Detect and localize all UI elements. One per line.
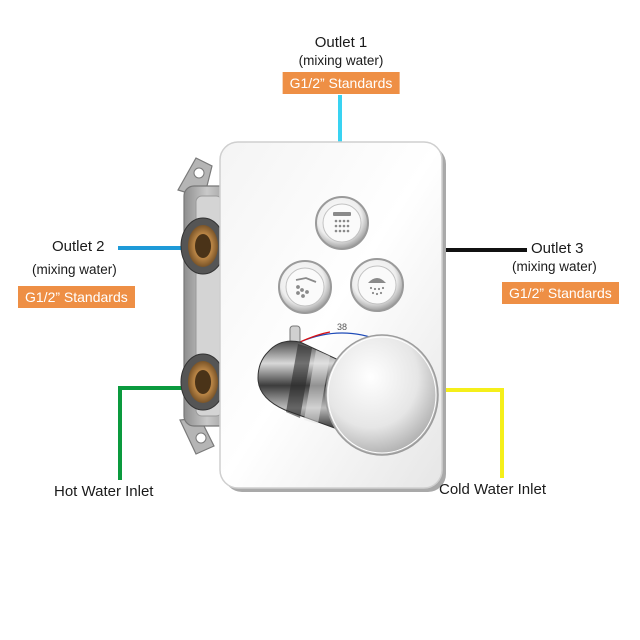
cold-inlet-label: Cold Water Inlet	[439, 481, 546, 498]
outlet2-standard-badge: G1/2” Standards	[18, 286, 135, 308]
hot-inlet-label: Hot Water Inlet	[54, 483, 154, 500]
outlet3-note: (mixing water)	[512, 259, 597, 274]
outlet1-standard-badge: G1/2” Standards	[282, 72, 400, 94]
temperature-mark: 38	[337, 322, 347, 332]
outlet2-note: (mixing water)	[32, 262, 117, 277]
shower-head-icon	[368, 278, 386, 296]
outlet2-title: Outlet 2	[52, 238, 105, 255]
rainfall-shower-button[interactable]	[315, 196, 369, 250]
thermostatic-control-knob[interactable]	[257, 325, 439, 456]
outlet2-port	[180, 217, 226, 275]
hot-inlet-leader-line	[118, 386, 185, 480]
outlet1-title: Outlet 1	[314, 34, 368, 51]
rainfall-shower-icon	[333, 212, 351, 233]
cold-inlet-leader-line	[445, 388, 504, 478]
hot-inlet-port	[180, 353, 226, 411]
hand-shower-button[interactable]	[278, 260, 332, 314]
shower-head-button[interactable]	[350, 258, 404, 312]
hand-shower-icon	[295, 277, 317, 298]
outlet3-standard-badge: G1/2” Standards	[502, 282, 619, 304]
outlet1-note: (mixing water)	[298, 53, 384, 68]
outlet3-title: Outlet 3	[531, 240, 584, 257]
